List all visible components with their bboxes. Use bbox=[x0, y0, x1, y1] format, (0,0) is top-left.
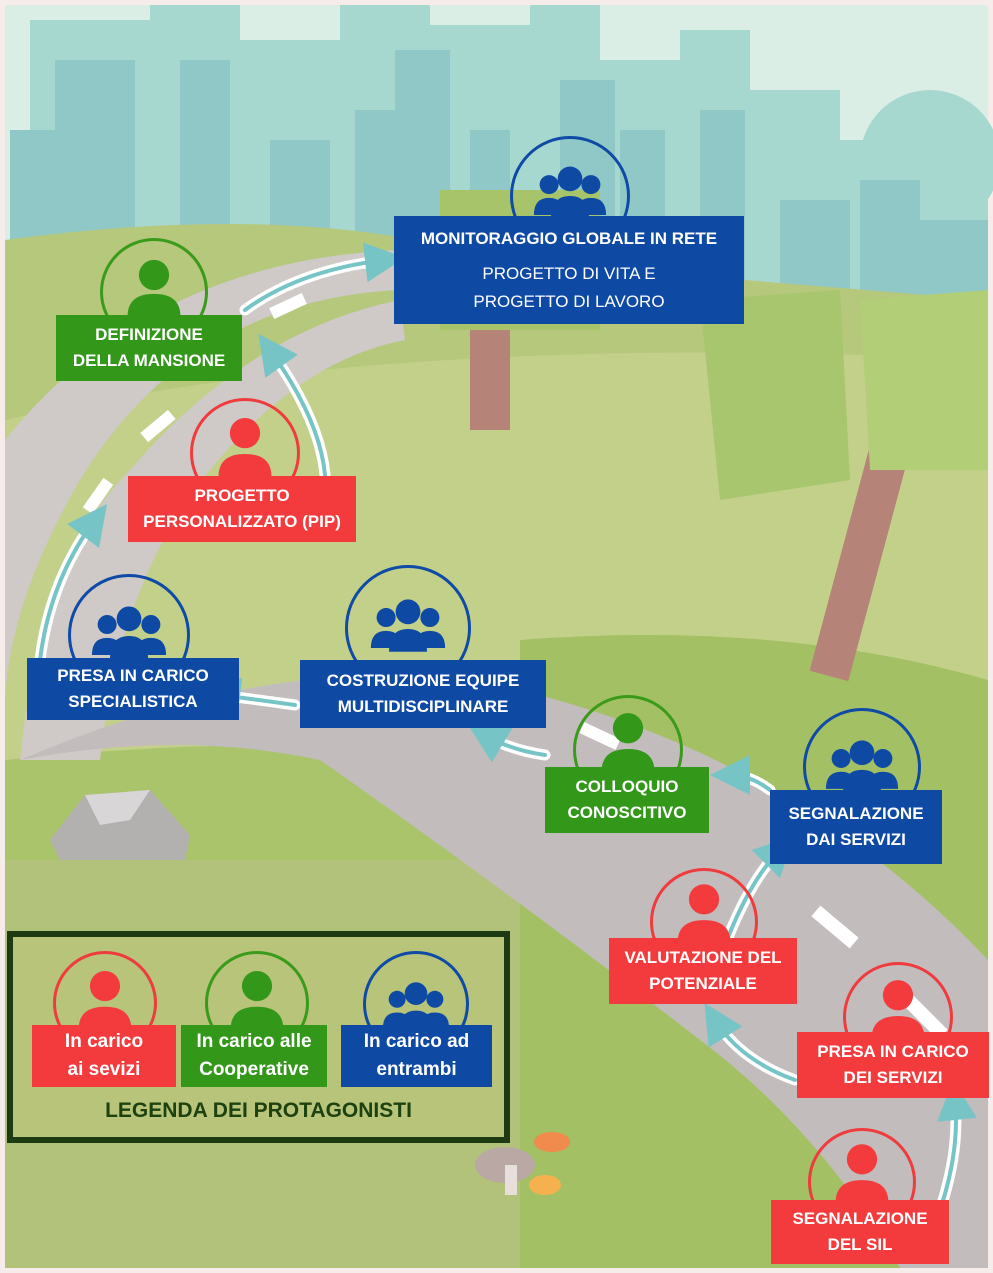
colloquio-line2: CONOSCITIVO bbox=[567, 803, 687, 822]
legend: In carico ai sevizi In carico alle Coope… bbox=[7, 931, 510, 1143]
definizione-line1: DEFINIZIONE bbox=[95, 325, 203, 344]
person-icon bbox=[100, 238, 208, 346]
legend-green-line2: Cooperative bbox=[199, 1059, 309, 1080]
monitoraggio-sub2: PROGETTO DI LAVORO bbox=[473, 292, 665, 311]
segnalazione-servizi-line2: DAI SERVIZI bbox=[806, 830, 906, 849]
segnalazione-servizi-line1: SEGNALAZIONE bbox=[788, 804, 924, 823]
arrow-specialistica-to-progetto bbox=[38, 503, 107, 662]
legend-red-line1: In carico bbox=[64, 1031, 144, 1052]
presa-servizi-label: PRESA IN CARICO DEI SERVIZI bbox=[797, 1032, 989, 1098]
segnalazione-sil-line2: DEL SIL bbox=[827, 1235, 893, 1254]
legend-green-line1: In carico alle bbox=[196, 1031, 312, 1052]
legend-title: LEGENDA DEI PROTAGONISTI bbox=[105, 1099, 412, 1122]
monitoraggio-title: MONITORAGGIO GLOBALE IN RETE bbox=[420, 229, 718, 248]
costruzione-label: COSTRUZIONE EQUIPE MULTIDISCIPLINARE bbox=[300, 660, 546, 728]
segnalazione-servizi-label: SEGNALAZIONE DAI SERVIZI bbox=[770, 790, 942, 864]
person-icon bbox=[205, 951, 309, 1055]
segnalazione-sil-line1: SEGNALAZIONE bbox=[792, 1209, 928, 1228]
definizione-label: DEFINIZIONE DELLA MANSIONE bbox=[56, 315, 242, 381]
arrow-presa-to-valutazione bbox=[704, 1003, 797, 1082]
progetto-line2: PERSONALIZZATO (PIP) bbox=[143, 512, 341, 531]
valutazione-label: VALUTAZIONE DEL POTENZIALE bbox=[609, 938, 797, 1004]
person-icon bbox=[190, 398, 300, 508]
colloquio-line1: COLLOQUIO bbox=[575, 777, 679, 796]
presa-specialistica-label: PRESA IN CARICO SPECIALISTICA bbox=[27, 658, 239, 720]
monitoraggio-sub1: PROGETTO DI VITA E bbox=[482, 264, 656, 283]
presa-servizi-line1: PRESA IN CARICO bbox=[817, 1042, 969, 1061]
presa-specialistica-line1: PRESA IN CARICO bbox=[57, 666, 209, 685]
presa-specialistica-line2: SPECIALISTICA bbox=[68, 692, 198, 711]
arrow-definizione-to-monitoraggio bbox=[243, 242, 405, 312]
legend-blue-label: In carico ad entrambi bbox=[341, 1025, 492, 1087]
arrow-sil-to-presa bbox=[937, 1080, 977, 1212]
colloquio-label: COLLOQUIO CONOSCITIVO bbox=[545, 767, 709, 833]
arrow-colloquio-to-costruzione bbox=[467, 724, 547, 763]
monitoraggio-label: MONITORAGGIO GLOBALE IN RETE PROGETTO DI… bbox=[394, 216, 744, 324]
legend-red-line2: ai sevizi bbox=[67, 1059, 141, 1080]
person-icon bbox=[573, 695, 683, 805]
costruzione-line2: MULTIDISCIPLINARE bbox=[337, 697, 509, 716]
costruzione-line1: COSTRUZIONE EQUIPE bbox=[326, 671, 520, 690]
legend-red-label: In carico ai sevizi bbox=[32, 1025, 176, 1087]
legend-blue-line2: entrambi bbox=[376, 1059, 457, 1080]
segnalazione-sil-label: SEGNALAZIONE DEL SIL bbox=[771, 1200, 949, 1264]
presa-servizi-line2: DEI SERVIZI bbox=[843, 1068, 943, 1087]
valutazione-line1: VALUTAZIONE DEL bbox=[624, 948, 782, 967]
progetto-label: PROGETTO PERSONALIZZATO (PIP) bbox=[128, 476, 356, 542]
legend-green-label: In carico alle Cooperative bbox=[181, 1025, 327, 1087]
progetto-line1: PROGETTO bbox=[194, 486, 290, 505]
arrow-segnalazione-to-colloquio bbox=[710, 755, 772, 796]
valutazione-line2: POTENZIALE bbox=[649, 974, 757, 993]
definizione-line2: DELLA MANSIONE bbox=[72, 351, 226, 370]
arrow-progetto-to-definizione bbox=[258, 333, 327, 477]
legend-blue-line1: In carico ad bbox=[363, 1031, 470, 1052]
